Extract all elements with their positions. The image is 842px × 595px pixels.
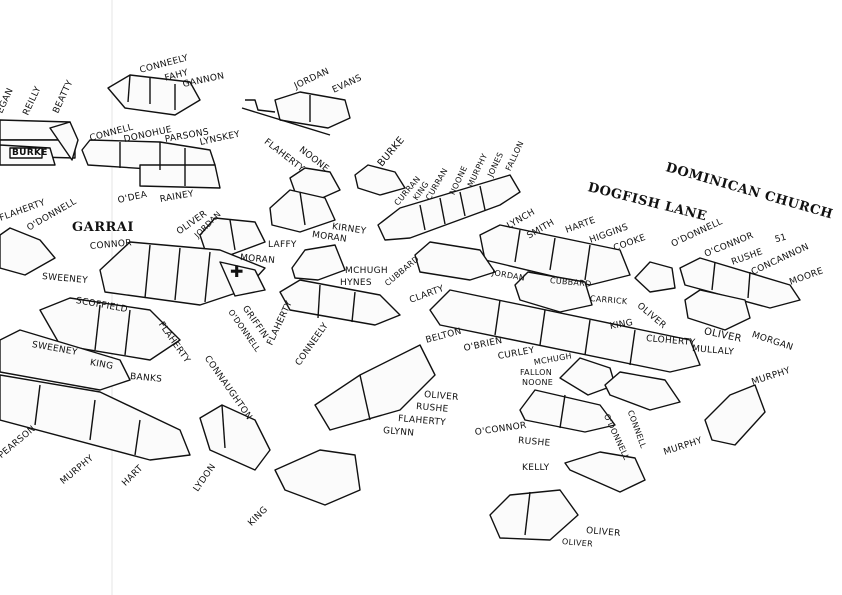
label-noone-2: NOONE [522, 378, 554, 387]
house-row-oliver-bottom [489, 489, 579, 541]
house-odonnell-left [0, 227, 56, 276]
house-murphy-right [704, 384, 766, 446]
house-row-conneely [107, 74, 201, 116]
house-row-conneely-mid [279, 279, 401, 326]
house-oliver-small [634, 261, 676, 293]
label-mchugh-1: MCHUGH [345, 266, 388, 276]
house-row-kirney [269, 189, 336, 233]
house-row-cubbard [414, 241, 496, 281]
house-row-jordan [241, 91, 351, 136]
label-laffy: LAFFY [268, 240, 297, 250]
house-row-connell [81, 139, 221, 189]
house-row-concannon [679, 257, 801, 309]
house-row-odonnell-low [604, 371, 681, 411]
house-burke-mid [354, 164, 406, 196]
house-row-carrick [514, 271, 593, 313]
label-burke-left: BURKE [12, 148, 48, 158]
place-garrai: GARRAI [72, 220, 134, 235]
house-block-garrai [99, 241, 266, 306]
label-hynes: HYNES [340, 278, 372, 288]
house-block-oliver-rushe [314, 344, 436, 431]
house-row-lynch [479, 224, 631, 286]
house-row-belton [429, 289, 701, 373]
house-row-oconnor [519, 389, 616, 433]
house-block-sweeney [0, 329, 191, 461]
house-lydon [199, 404, 271, 471]
label-kelly: KELLY [522, 463, 550, 473]
house-mchugh [291, 244, 346, 281]
house-row-morgan [684, 289, 751, 331]
house-row-mchugh-fallon [559, 357, 616, 396]
house-burke-left [0, 144, 56, 166]
house-kelly [564, 451, 646, 493]
house-row-curran [377, 174, 521, 241]
church-cross-icon: ✚ [230, 262, 244, 281]
label-fallon-2: FALLON [520, 368, 553, 377]
house-king-bottom [274, 449, 361, 506]
